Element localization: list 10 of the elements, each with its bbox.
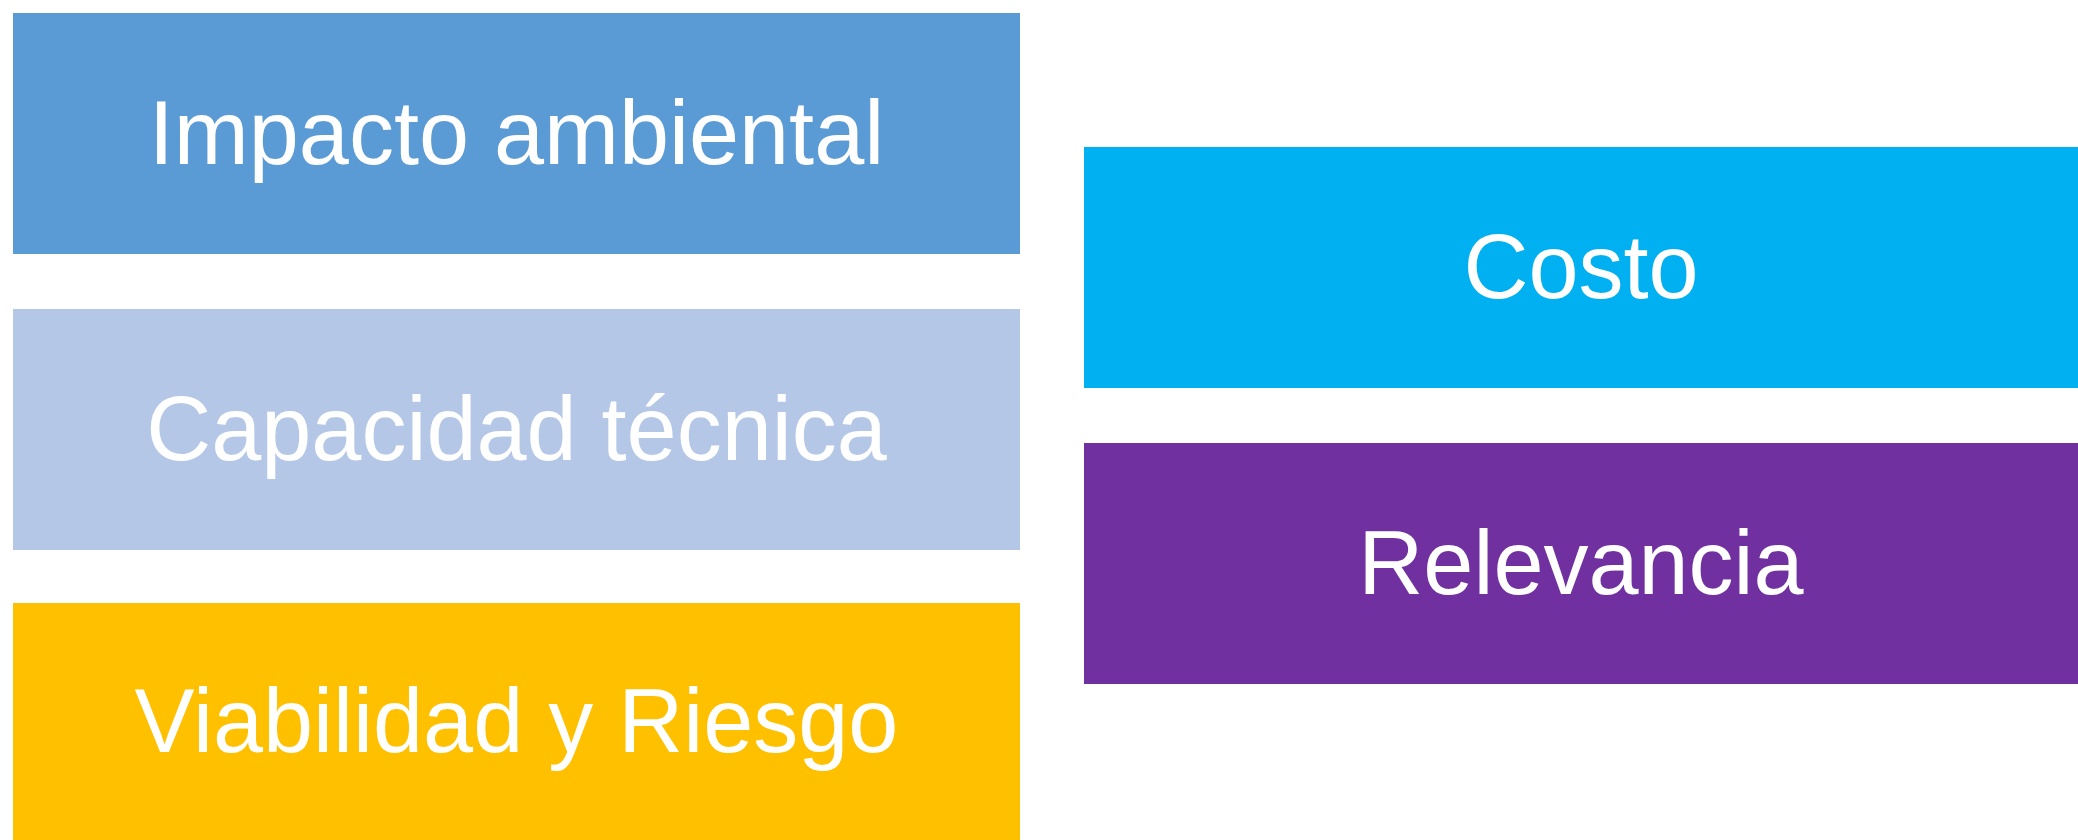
category-label: Capacidad técnica	[146, 378, 887, 481]
category-label: Relevancia	[1358, 512, 1804, 615]
category-box	[1084, 443, 2078, 684]
category-box	[13, 309, 1020, 550]
category-label: Impacto ambiental	[148, 82, 885, 185]
category-box	[13, 13, 1020, 254]
category-box	[1084, 147, 2078, 388]
category-label: Costo	[1463, 216, 1699, 319]
category-label: Viabilidad y Riesgo	[134, 670, 899, 773]
category-box	[13, 603, 1020, 840]
